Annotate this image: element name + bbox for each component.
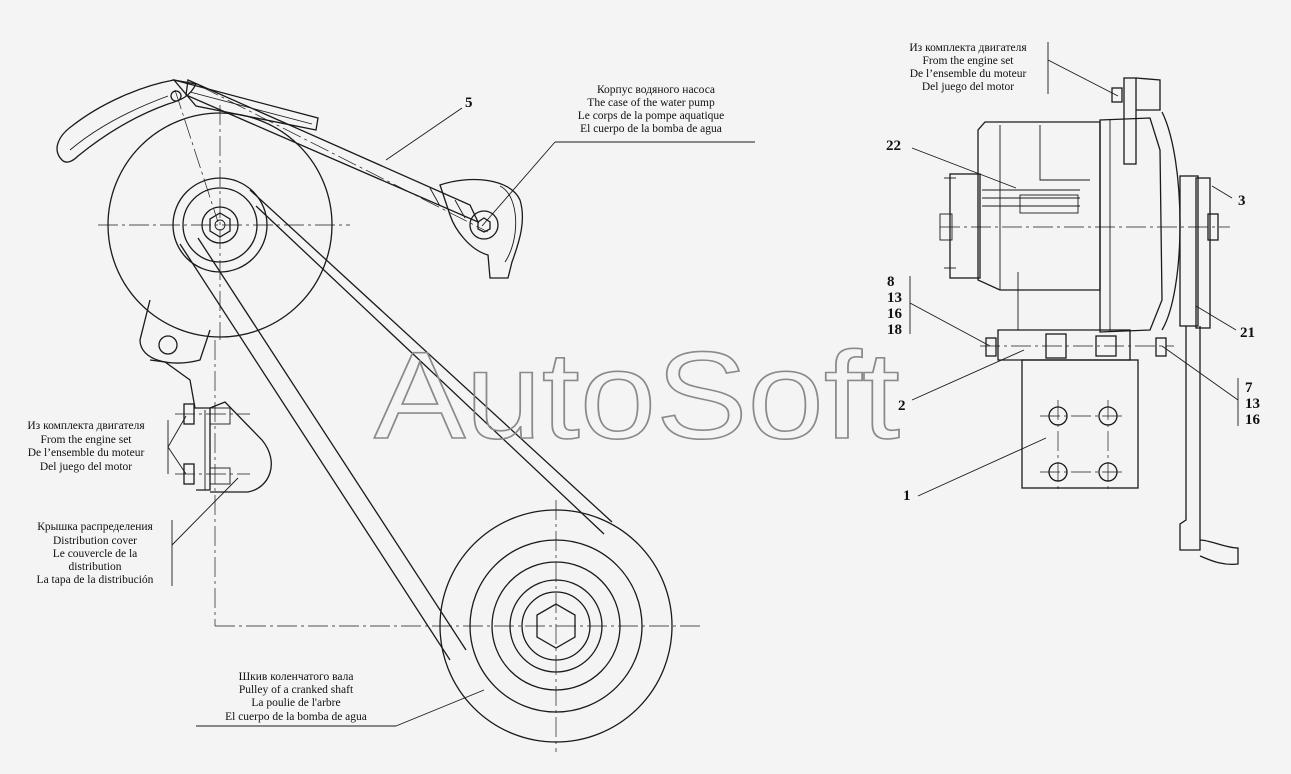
part-number-22: 22	[886, 138, 901, 154]
svg-text:Del juego del motor: Del juego del motor	[40, 461, 132, 473]
callout-crankshaft-pulley: Шкив коленчатого вала Pulley of a cranke…	[225, 671, 367, 723]
svg-text:distribution: distribution	[68, 561, 121, 573]
svg-text:Из комплекта двигателя: Из комплекта двигателя	[909, 42, 1027, 54]
part-number-1: 1	[903, 488, 911, 504]
callout-distribution-cover: Крышка распределения Distribution cover …	[37, 521, 154, 586]
svg-text:Del juego del motor: Del juego del motor	[922, 81, 1014, 93]
svg-text:The case of the water pump: The case of the water pump	[587, 97, 715, 109]
group-a-18: 18	[887, 322, 902, 338]
group-a-13: 13	[887, 290, 902, 306]
svg-text:From the engine set: From the engine set	[40, 434, 132, 446]
svg-text:La tapa de la distribución: La tapa de la distribución	[37, 574, 154, 586]
svg-text:Le couvercle de la: Le couvercle de la	[53, 548, 138, 560]
part-number-5: 5	[465, 95, 473, 111]
group-b-7: 7	[1245, 380, 1253, 396]
svg-text:Pulley of a cranked shaft: Pulley of a cranked shaft	[239, 684, 354, 696]
watermark: AutoSoft	[374, 327, 900, 465]
group-a-16: 16	[887, 306, 903, 322]
part-number-21: 21	[1240, 325, 1255, 341]
svg-text:Le corps de la pompe aquatique: Le corps de la pompe aquatique	[578, 110, 725, 122]
svg-text:Шкив коленчатого вала: Шкив коленчатого вала	[239, 671, 354, 683]
leader-lines	[167, 42, 1239, 727]
part-number-3: 3	[1238, 193, 1246, 209]
svg-text:De l’ensemble du moteur: De l’ensemble du moteur	[910, 68, 1027, 80]
svg-text:La poulie de l'arbre: La poulie de l'arbre	[251, 697, 340, 709]
svg-text:From the engine set: From the engine set	[922, 55, 1014, 67]
left-assembly-view	[56, 78, 700, 752]
group-a-8: 8	[887, 274, 895, 290]
svg-text:El cuerpo de la bomba de agua: El cuerpo de la bomba de agua	[580, 123, 722, 135]
svg-text:El cuerpo de la bomba de agua: El cuerpo de la bomba de agua	[225, 711, 367, 723]
part-numbers: 5 22 3 21 2 1 8 13 16 18 7 13 16	[465, 95, 1261, 504]
group-b-13: 13	[1245, 396, 1260, 412]
right-assembly-view	[939, 77, 1239, 566]
svg-text:Из комплекта двигателя: Из комплекта двигателя	[27, 420, 145, 432]
group-b-16: 16	[1245, 412, 1261, 428]
svg-text:De l’ensemble du moteur: De l’ensemble du moteur	[28, 447, 145, 459]
callout-water-pump-case: Корпус водяного насоса The case of the w…	[578, 84, 725, 135]
svg-text:Distribution cover: Distribution cover	[53, 535, 137, 547]
part-number-2: 2	[898, 398, 906, 414]
callout-engine-set-left: Из комплекта двигателя From the engine s…	[27, 420, 145, 473]
callout-engine-set-right: Из комплекта двигателя From the engine s…	[909, 42, 1027, 93]
svg-text:Корпус водяного насоса: Корпус водяного насоса	[597, 84, 715, 96]
svg-text:Крышка распределения: Крышка распределения	[37, 521, 153, 533]
